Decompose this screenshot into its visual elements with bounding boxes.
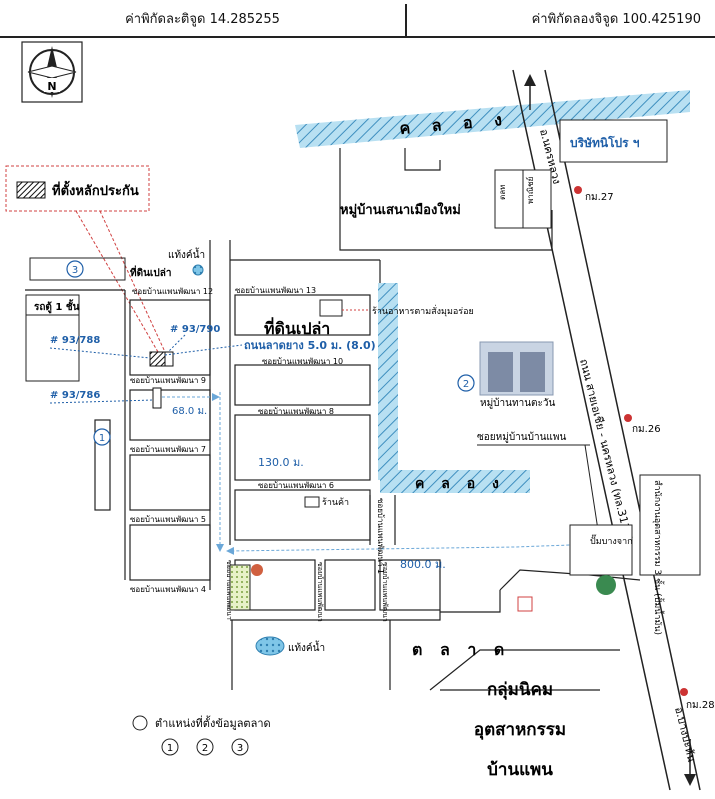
km-marker-26: กม.26	[624, 414, 661, 435]
soi-v2-label: ซอยบ้านแพนพัฒนา	[381, 562, 389, 622]
village-east-label: หมู่บ้านทานตะวัน	[480, 397, 556, 409]
soi-v3-label: ซอยบ้านแพนพัฒนา	[225, 560, 233, 620]
svg-text:2: 2	[202, 743, 208, 754]
road-grid	[25, 240, 641, 691]
svg-text:ปั๊มบางจาก: ปั๊มบางจาก	[590, 534, 633, 547]
soi7-label: ซอยบ้านแพนพัฒนา 7	[130, 445, 206, 454]
company-label: บริษัทนิโปร ฯ	[570, 135, 640, 150]
km-marker-28: กม.28	[680, 688, 715, 711]
water-tower-bottom-icon	[255, 636, 285, 656]
parcel-lower	[152, 387, 162, 409]
block	[25, 314, 80, 382]
location-map: N ที่ตั้งหลักประกัน ค ล อ ง อ.นครหลวง ถน…	[5, 41, 715, 791]
marker-3-top: 3	[66, 260, 84, 278]
block	[29, 257, 126, 281]
svg-text:3: 3	[72, 265, 78, 276]
marker-1: 1	[93, 428, 111, 446]
svg-text:กลุ่มนิคม: กลุ่มนิคม	[487, 680, 553, 700]
village-north-label: หมู่บ้านเสนาเมืองใหม่	[340, 201, 461, 218]
gov-office: สำนักงานอุตสาหกรรม 3 ชั้น (ปั้มน้ำมัน)	[639, 474, 701, 635]
vacant-land-main: ที่ดินเปล่า	[264, 317, 330, 338]
svg-text:กม.28: กม.28	[686, 700, 715, 711]
distance-68: 68.0 ม.	[172, 406, 207, 417]
soi6-label: ซอยบ้านแพนพัฒนา 6	[258, 481, 334, 490]
industrial-estate: กลุ่มนิคม อุตสาหกรรม บ้านแพน	[474, 680, 566, 780]
svg-text:3: 3	[237, 743, 243, 754]
legend-pointer	[99, 210, 166, 353]
coordinate-header: ค่าพิกัดละติจูด 14.285255 ค่าพิกัดลองจิจ…	[0, 0, 715, 38]
distance-130: 130.0 ม.	[258, 456, 304, 469]
svg-text:สำนักงานอุตสาหกรรม 3 ชั้น (ปั้: สำนักงานอุตสาหกรรม 3 ชั้น (ปั้มน้ำมัน)	[652, 480, 665, 635]
bangchak-icon	[596, 575, 616, 595]
soi12-label: ซอยบ้านแพนพัฒนา 12	[132, 287, 213, 296]
water-tower-top-icon	[192, 264, 204, 276]
soi5-label: ซอยบ้านแพนพัฒนา 5	[130, 515, 206, 524]
middle-canal-vertical	[378, 283, 398, 480]
parcel-pointer	[49, 347, 151, 359]
vacant-land-top: ที่ดินเปล่า	[130, 265, 171, 279]
parcel-adjacent	[164, 351, 174, 367]
market-icon	[251, 564, 263, 576]
market-label: ต ล า ด	[412, 640, 510, 659]
company-box: บริษัทนิโปร ฯ	[559, 119, 668, 163]
latitude-label: ค่าพิกัดละติจูด 14.285255	[125, 11, 280, 27]
compass-n-label: N	[47, 80, 56, 93]
svg-text:บ้านแพน: บ้านแพน	[487, 760, 553, 780]
distance-800: 800.0 ม.	[400, 558, 446, 571]
svg-text:รถตู้ 1 ชั้น: รถตู้ 1 ชั้น	[34, 299, 80, 314]
middle-canal-horizontal	[380, 470, 530, 493]
market-legend: ตำแหน่งที่ตั้งข้อมูลตลาด 1 2 3	[132, 715, 271, 756]
tiny-box-2: พาณิชย์	[525, 177, 535, 204]
svg-text:ร้านอาหารตามสั่งมุมอร่อย: ร้านอาหารตามสั่งมุมอร่อย	[372, 304, 474, 317]
soi-arrow	[584, 444, 602, 534]
green-zone	[229, 564, 251, 611]
header-divider	[405, 4, 407, 36]
svg-text:1: 1	[99, 433, 105, 444]
svg-text:อุตสาหกรรม: อุตสาหกรรม	[474, 720, 566, 740]
parcel-pointer	[167, 334, 186, 353]
svg-text:กม.26: กม.26	[632, 424, 661, 435]
minibus-box: รถตู้ 1 ชั้น	[25, 294, 80, 316]
marker-2	[457, 374, 475, 392]
village-north: ตลท พาณิชย์ หมู่บ้านเสนาเมืองใหม่	[339, 148, 553, 251]
km-marker-27: กม.27	[574, 186, 614, 203]
water-tower-bottom-label: แท้งค์น้ำ	[288, 640, 325, 654]
legend-pointer	[75, 210, 159, 353]
paved-road-label: ถนนลาดยาง 5.0 ม. (8.0)	[244, 339, 376, 352]
north-arrow-icon: N	[21, 41, 83, 103]
soi1-label: ซอยบ้านแพนพัฒนา 1	[376, 498, 385, 574]
restaurant: ร้านอาหารตามสั่งมุมอร่อย	[319, 299, 474, 317]
soi8-label: ซอยบ้านแพนพัฒนา 8	[258, 407, 334, 416]
svg-text:ร้านค้า: ร้านค้า	[322, 497, 349, 508]
water-tower-top-label: แท้งค์น้ำ	[168, 247, 205, 261]
soi-ban-phaen-label: ซอยหมู่บ้านบ้านแพน	[477, 431, 566, 443]
collateral-legend: ที่ตั้งหลักประกัน	[5, 165, 150, 212]
soi4-label: ซอยบ้านแพนพัฒนา 4	[130, 585, 206, 594]
shop: ร้านค้า	[304, 496, 349, 508]
svg-text:กม.27: กม.27	[585, 192, 614, 203]
parcel-93-786: # 93/786	[50, 390, 100, 401]
to-south-label: อ.บางปะหัน	[672, 706, 698, 764]
longitude-label: ค่าพิกัดลองจิจูด 100.425190	[531, 11, 701, 27]
road-pointer	[164, 344, 243, 356]
svg-text:1: 1	[167, 743, 173, 754]
parcel-93-790: # 93/790	[170, 324, 220, 335]
parcel-93-788: # 93/788	[50, 335, 100, 346]
market-legend-title: ตำแหน่งที่ตั้งข้อมูลตลาด	[155, 715, 271, 730]
tiny-box-1: ตลท	[498, 185, 507, 200]
parcel-pointer	[49, 399, 154, 404]
svg-text:2: 2	[463, 379, 469, 390]
distance-arrow-800	[226, 531, 596, 555]
soi10-label: ซอยบ้านแพนพัฒนา 10	[262, 357, 343, 366]
collateral-parcel	[149, 351, 166, 367]
gas-station: ปั๊มบางจาก	[569, 524, 633, 595]
village-east: 2 หมู่บ้านทานตะวัน	[457, 341, 556, 409]
soi13-label: ซอยบ้านแพนพัฒนา 13	[235, 286, 316, 295]
soi-v1-label: ซอยบ้านแพนพัฒนา	[316, 562, 324, 622]
soi9-label: ซอยบ้านแพนพัฒนา 9	[130, 376, 206, 385]
canal-label-middle: ค ล อ ง	[415, 476, 505, 492]
collateral-label: ที่ตั้งหลักประกัน	[52, 180, 139, 199]
seven-eleven-icon	[517, 596, 533, 612]
